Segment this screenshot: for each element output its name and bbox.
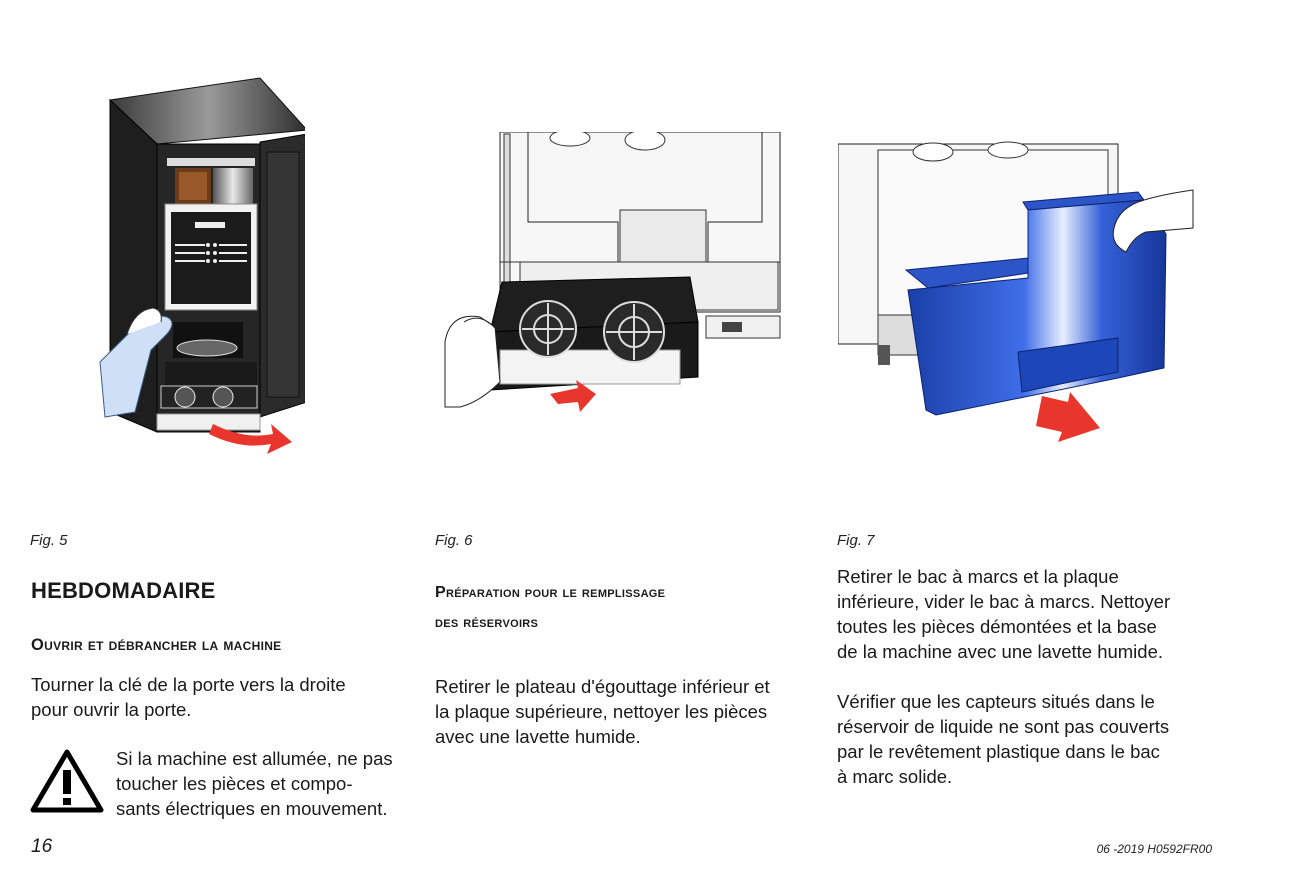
- document-reference: 06 -2019 H0592FR00: [1096, 842, 1212, 856]
- figure-5-machine-illustration: [95, 72, 305, 462]
- figure-6-caption: Fig. 6: [435, 532, 473, 549]
- column1-subheading: Ouvrir et débrancher la machine: [31, 636, 282, 654]
- column3-text-1: Retirer le bac à marcs et la plaque infé…: [837, 566, 1171, 662]
- figure-7-caption: Fig. 7: [837, 532, 875, 549]
- column2-text: Retirer le plateau d'égouttage inférieur…: [435, 676, 770, 747]
- column1-text: Tourner la clé de la porte vers la droit…: [31, 674, 346, 720]
- column2-subheading-line1: Préparation pour le remplissage: [435, 584, 666, 601]
- section-heading: HEBDOMADAIRE: [31, 578, 216, 603]
- page-number: 16: [31, 836, 53, 857]
- column3-text-2: Vérifier que les capteurs situés dans le…: [837, 691, 1170, 787]
- figure-5-caption: Fig. 5: [30, 532, 68, 549]
- figure-6-drip-tray-illustration: [440, 132, 785, 417]
- figure-7-grounds-bin-illustration: [838, 140, 1198, 450]
- column2-subheading-line2: des réservoirs: [435, 614, 539, 631]
- warning-triangle-icon: [30, 749, 104, 813]
- warning-text: Si la machine est allumée, ne pas touche…: [116, 748, 393, 819]
